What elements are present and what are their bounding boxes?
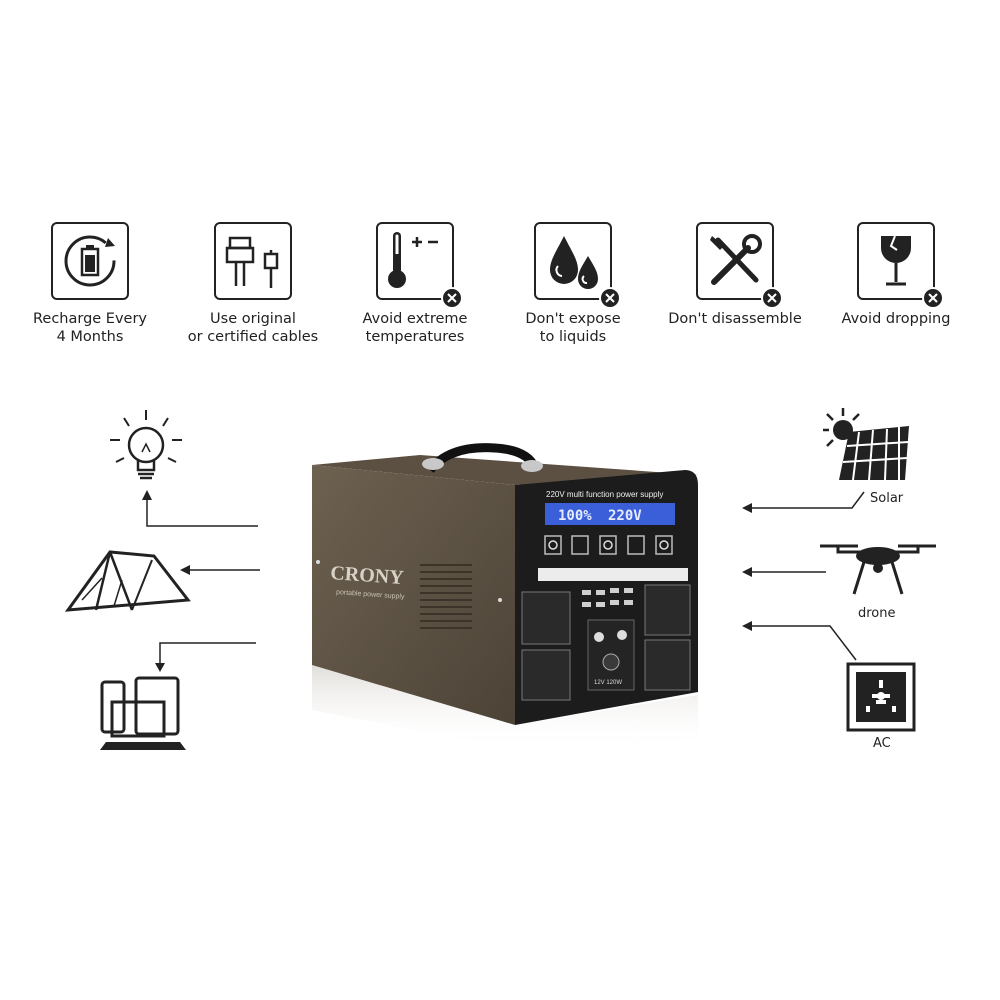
devices-icon: [100, 676, 186, 750]
tip-line2: or certified cables: [187, 329, 319, 345]
brand-tagline: portable power supply: [336, 589, 405, 601]
tip-line2: to liquids: [539, 329, 607, 345]
ac-outlet[interactable]: [644, 639, 691, 691]
tools-icon: [696, 222, 783, 309]
panel-header: 220V multi function power supply: [546, 490, 663, 499]
input-arrow: [742, 567, 826, 577]
ac-outlet[interactable]: [521, 649, 571, 701]
panel-button[interactable]: [544, 535, 562, 555]
tip-line1: Don't disassemble: [668, 311, 802, 327]
tip-line1: Don't expose: [525, 311, 621, 327]
output-arrow: [155, 642, 256, 672]
prohibited-x-icon: [922, 287, 944, 309]
usb-port[interactable]: [610, 600, 619, 605]
dc-outlet[interactable]: [602, 653, 620, 671]
output-arrow: [180, 565, 260, 575]
tip-line1: Avoid extreme: [362, 311, 468, 327]
usb-port[interactable]: [596, 602, 605, 607]
usb-port[interactable]: [582, 590, 591, 595]
tip-dropping: Avoid dropping: [806, 222, 986, 328]
prohibited-x-icon: [599, 287, 621, 309]
tip-liquids: Don't expose to liquids: [483, 222, 663, 346]
tip-line1: Recharge Every: [32, 311, 148, 327]
ac-outlet[interactable]: [521, 591, 571, 645]
tip-temperature: Avoid extreme temperatures: [325, 222, 505, 346]
input-arrow: [742, 621, 857, 661]
usb-port[interactable]: [610, 588, 619, 593]
usb-port[interactable]: [624, 588, 633, 593]
usb-port[interactable]: [582, 602, 591, 607]
solar-panel-icon: [823, 408, 909, 481]
dc-label: 12V 120W: [594, 680, 622, 686]
lcd-screen: [545, 503, 675, 525]
liquid-drops-icon: [534, 222, 621, 309]
usb-port[interactable]: [596, 590, 605, 595]
input-arrow: [742, 491, 865, 513]
battery-recharge-icon: [51, 222, 129, 300]
brand-name: CRONY: [330, 562, 405, 589]
prohibited-x-icon: [761, 287, 783, 309]
input-label-solar: Solar: [870, 491, 904, 506]
broken-glass-icon: [857, 222, 944, 309]
dc-port[interactable]: [617, 630, 627, 640]
cable-icon: [214, 222, 292, 300]
tip-disassemble: Don't disassemble: [645, 222, 825, 328]
tent-icon: [64, 550, 191, 612]
output-arrow: [142, 490, 258, 527]
ac-outlet[interactable]: [644, 584, 691, 636]
power-station-product: CRONY portable power supply 220V multi f…: [312, 443, 698, 750]
panel-button[interactable]: [655, 535, 673, 555]
tip-line2: 4 Months: [56, 329, 124, 345]
tip-line1: Avoid dropping: [841, 311, 951, 327]
thermometer-icon: [376, 222, 463, 309]
input-label-ac: AC: [873, 736, 891, 751]
usb-port[interactable]: [624, 600, 633, 605]
tip-line2: temperatures: [365, 329, 465, 345]
lcd-percent: 100%: [558, 508, 592, 524]
tip-recharge: Recharge Every 4 Months: [0, 222, 180, 346]
light-bulb-icon: [110, 410, 182, 480]
panel-button[interactable]: [627, 535, 645, 555]
dc-port[interactable]: [594, 632, 604, 642]
panel-button[interactable]: [571, 535, 589, 555]
input-label-drone: drone: [858, 606, 896, 621]
lcd-voltage: 220V: [608, 508, 642, 524]
drone-icon: [820, 544, 936, 595]
tip-cables: Use original or certified cables: [163, 222, 343, 346]
tip-line1: Use original: [210, 311, 296, 327]
ac-socket-icon: [846, 662, 916, 732]
prohibited-x-icon: [441, 287, 463, 309]
led-light-bar: [538, 568, 688, 581]
panel-button[interactable]: [599, 535, 617, 555]
